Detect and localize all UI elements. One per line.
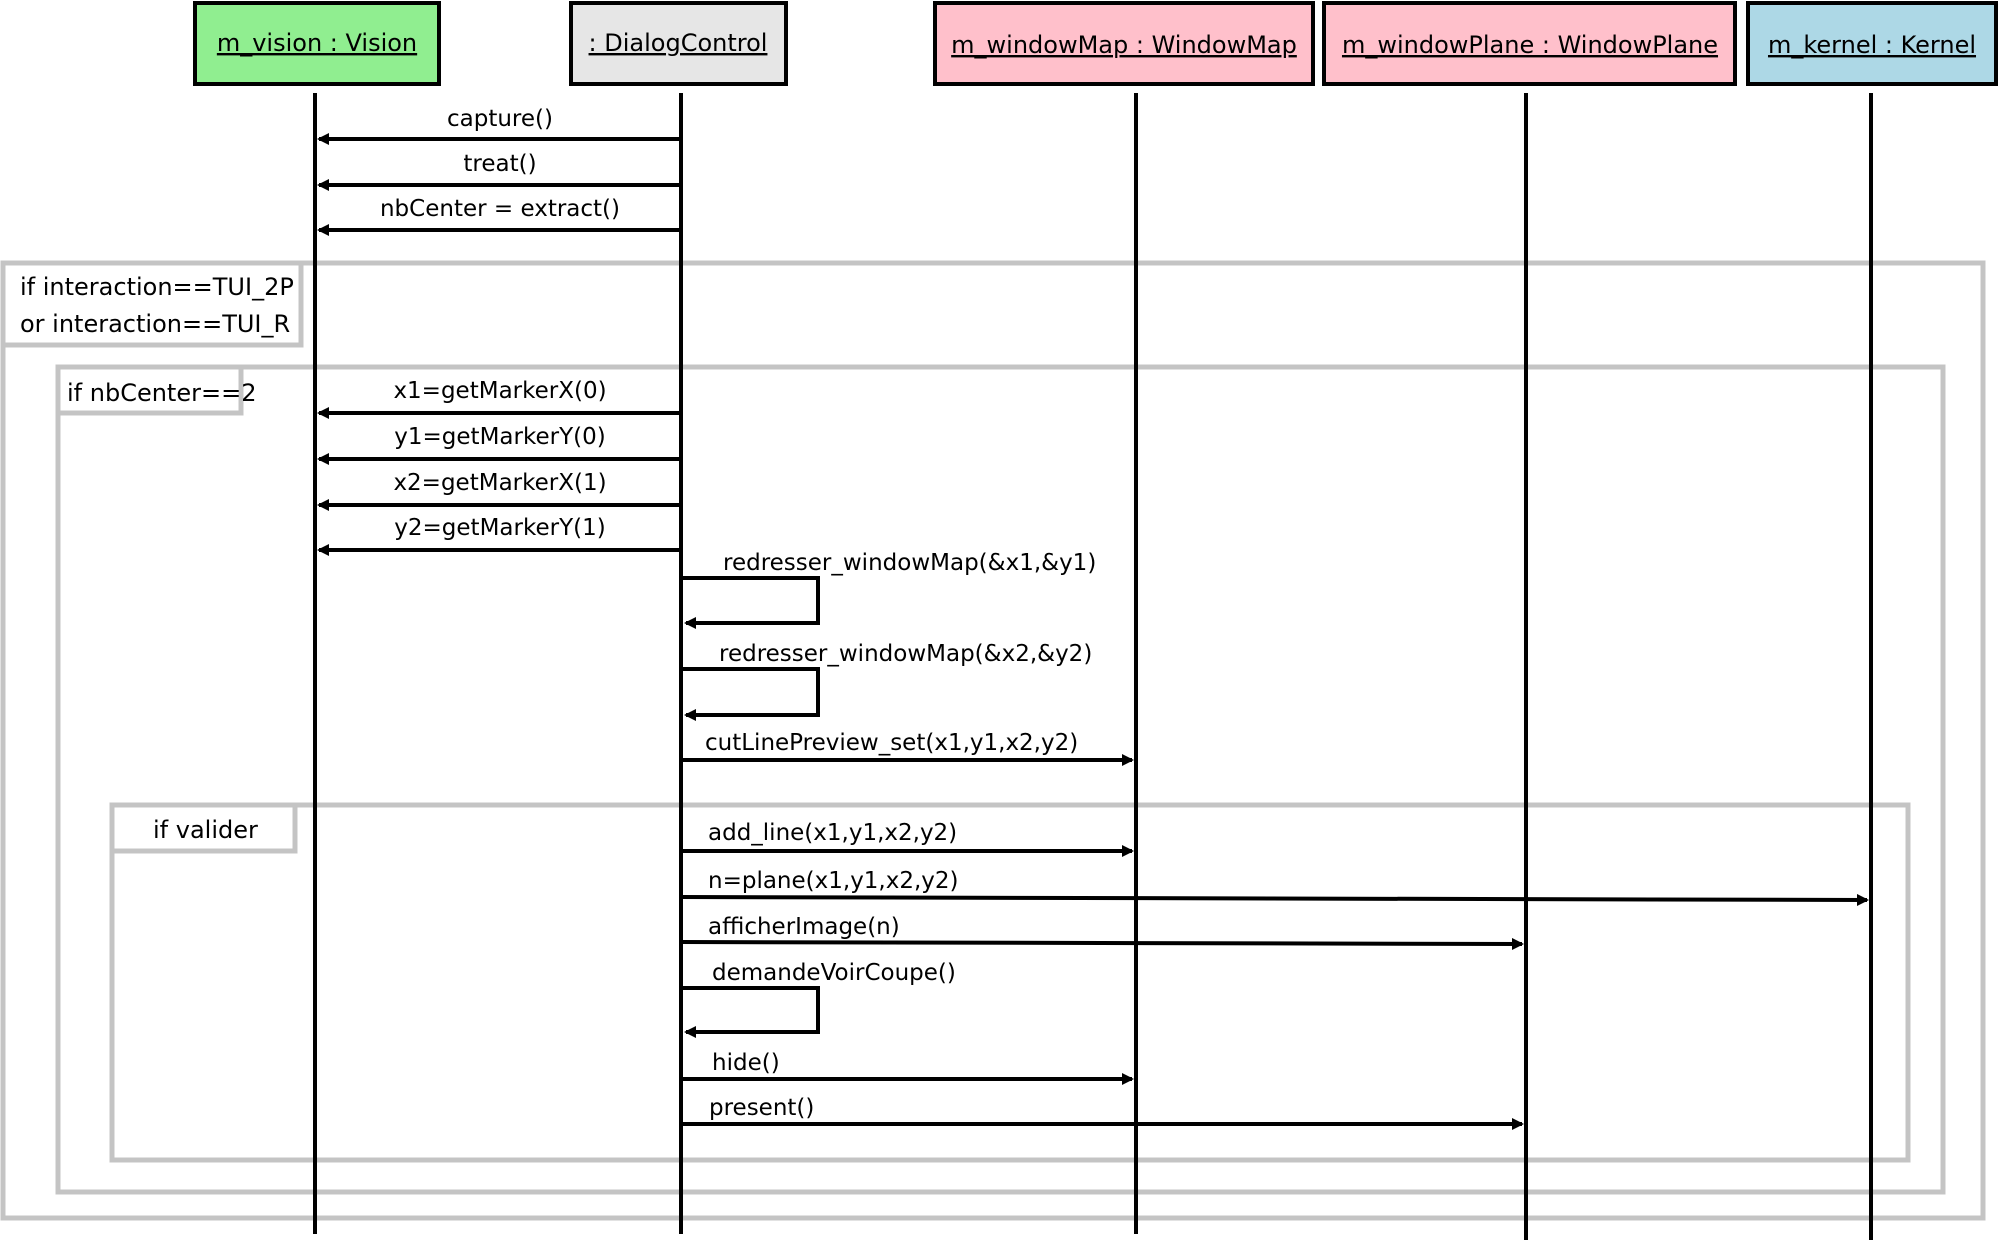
lifeline-windowmap: m_windowMap : WindowMap (933, 1, 1315, 1234)
message-redresser1-arrow (681, 576, 820, 629)
message-extract: nbCenter = extract() (317, 196, 681, 236)
message-redresser2-arrow (681, 667, 820, 721)
message-demande-arrow (681, 986, 820, 1038)
message-extract-label: nbCenter = extract() (380, 196, 620, 222)
message-x1: x1=getMarkerX(0) (317, 378, 681, 419)
message-x2: x2=getMarkerX(1) (317, 470, 681, 511)
message-treat: treat() (317, 151, 681, 191)
message-demande-label: demandeVoirCoupe() (712, 960, 956, 986)
message-demande: demandeVoirCoupe() (681, 960, 956, 1038)
message-x1-label: x1=getMarkerX(0) (393, 378, 606, 404)
message-redresser2: redresser_windowMap(&x2,&y2) (681, 641, 1092, 721)
lifeline-dialog-label: : DialogControl (589, 29, 768, 57)
message-afficher: afficherImage(n) (680, 914, 1524, 950)
lifeline-windowplane-label: m_windowPlane : WindowPlane (1342, 31, 1718, 59)
message-afficher-label: afficherImage(n) (708, 914, 900, 940)
message-redresser2-label: redresser_windowMap(&x2,&y2) (719, 641, 1092, 667)
lifeline-vision-label: m_vision : Vision (217, 29, 417, 57)
lifeline-windowmap-label: m_windowMap : WindowMap (951, 31, 1297, 59)
message-x2-label: x2=getMarkerX(1) (393, 470, 606, 496)
message-treat-label: treat() (463, 151, 536, 177)
message-y2-label: y2=getMarkerY(1) (394, 515, 605, 541)
lifeline-kernel-box (1746, 1, 1998, 86)
message-plane-label: n=plane(x1,y1,x2,y2) (708, 868, 959, 894)
lifeline-windowplane: m_windowPlane : WindowPlane (1322, 1, 1737, 1240)
message-y2: y2=getMarkerY(1) (317, 515, 681, 556)
lifeline-dialog: : DialogControl (569, 1, 788, 1234)
lifeline-vision-box (193, 1, 441, 86)
lifeline-windowmap-box (933, 1, 1315, 86)
frame-valider: if valider (109, 802, 1911, 1163)
message-addline: add_line(x1,y1,x2,y2) (681, 820, 1134, 857)
message-capture: capture() (317, 106, 681, 145)
message-hide-label: hide() (712, 1050, 780, 1076)
message-plane: n=plane(x1,y1,x2,y2) (680, 868, 1869, 906)
message-cutline-label: cutLinePreview_set(x1,y1,x2,y2) (705, 730, 1078, 756)
message-y1-label: y1=getMarkerY(0) (394, 424, 605, 450)
message-y1: y1=getMarkerY(0) (317, 424, 681, 465)
frame-nbcenter-label: if nbCenter==2 (67, 379, 256, 407)
frame-interaction: if interaction==TUI_2P or interaction==T… (0, 260, 1986, 1221)
message-present: present() (681, 1095, 1524, 1130)
frame-valider-label: if valider (153, 816, 258, 844)
frame-interaction-label-line-2: or interaction==TUI_R (20, 310, 290, 338)
message-cutline: cutLinePreview_set(x1,y1,x2,y2) (681, 730, 1134, 766)
lifeline-windowplane-box (1322, 1, 1737, 86)
lifeline-kernel: m_kernel : Kernel (1746, 1, 1998, 1240)
lifeline-vision: m_vision : Vision (193, 1, 441, 1234)
message-redresser1: redresser_windowMap(&x1,&y1) (681, 550, 1096, 629)
message-afficher-arrow (680, 937, 1524, 950)
message-redresser1-label: redresser_windowMap(&x1,&y1) (723, 550, 1096, 576)
frame-nbcenter: if nbCenter==2 (55, 364, 1946, 1195)
lifeline-kernel-label: m_kernel : Kernel (1768, 31, 1976, 59)
message-hide: hide() (681, 1050, 1134, 1085)
message-addline-label: add_line(x1,y1,x2,y2) (708, 820, 957, 846)
message-present-label: present() (709, 1095, 814, 1121)
lifeline-dialog-box (569, 1, 788, 86)
message-plane-arrow (680, 893, 1869, 906)
frame-interaction-label-line-1: if interaction==TUI_2P (20, 273, 294, 301)
message-capture-label: capture() (447, 106, 553, 132)
